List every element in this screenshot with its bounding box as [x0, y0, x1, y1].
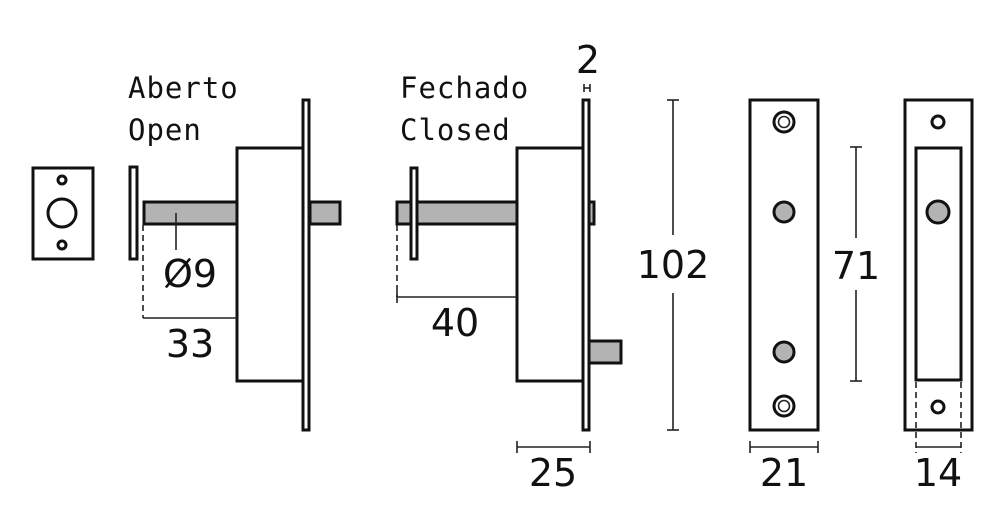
height-dimension: 102 — [637, 243, 710, 287]
closed-label-en: Closed — [400, 113, 511, 147]
lock-open-view — [128, 98, 342, 432]
escutcheon-plate — [31, 166, 95, 261]
strike-width-dimension: 14 — [914, 451, 962, 495]
closed-label-pt: Fechado — [400, 71, 529, 105]
open-label-pt: Aberto — [128, 71, 239, 105]
strike-plate-view — [903, 98, 974, 453]
open-label-en: Open — [128, 113, 202, 147]
faceplate-front-view — [748, 98, 862, 453]
faceplate-thickness-dimension: 2 — [576, 38, 600, 82]
closed-projection-dimension: 40 — [431, 301, 479, 345]
faceplate-width-dimension: 21 — [760, 451, 808, 495]
lock-closed-view — [395, 84, 679, 453]
hole-spacing-dimension: 71 — [832, 244, 880, 288]
open-projection-dimension: 33 — [166, 322, 214, 366]
diameter-dimension: Ø9 — [163, 252, 217, 296]
body-depth-dimension: 25 — [529, 451, 577, 495]
